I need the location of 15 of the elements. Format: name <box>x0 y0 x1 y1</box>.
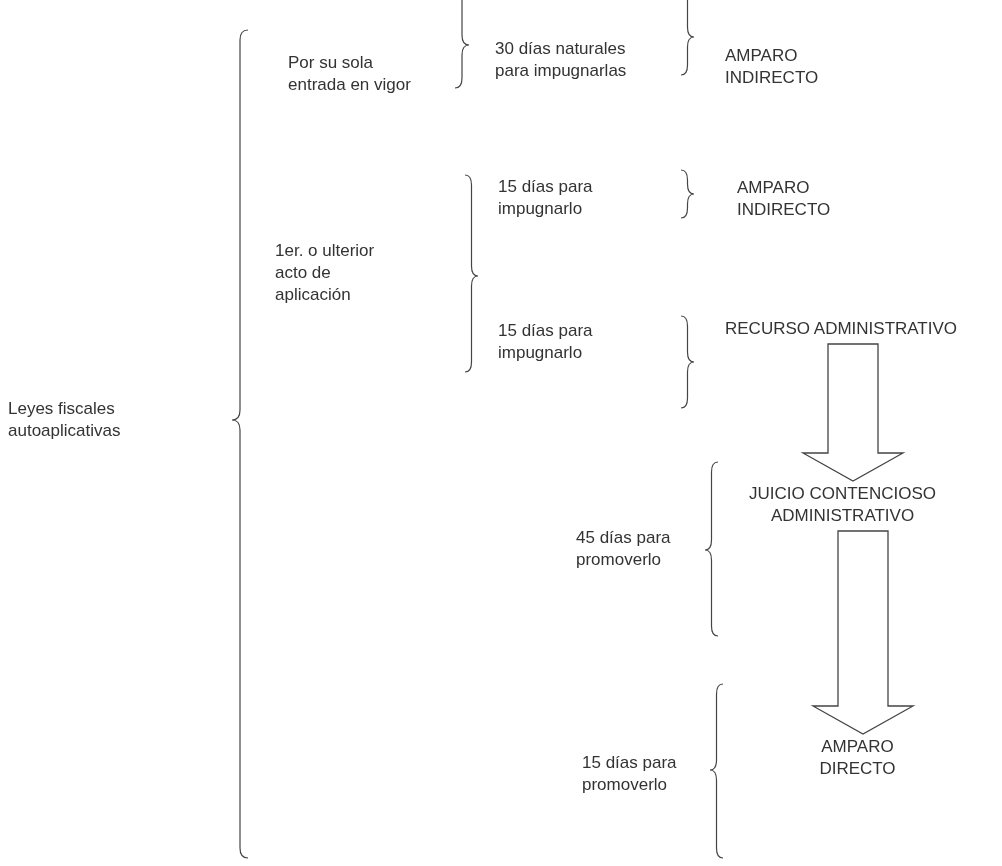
text-label: 15 días para promoverlo <box>582 753 677 794</box>
text-label: 30 días naturales para impugnarlas <box>495 39 627 80</box>
block-arrow <box>810 530 916 735</box>
stage-label: JUICIO CONTENCIOSO ADMINISTRATIVO <box>735 483 950 527</box>
text-label: Leyes fiscales autoaplicativas <box>8 399 121 440</box>
text-label: AMPARO INDIRECTO <box>737 178 831 219</box>
block-arrow <box>800 343 906 482</box>
text-label: 15 días para impugnarlo <box>498 177 593 218</box>
text-label: AMPARO INDIRECTO <box>725 46 819 87</box>
text-label: 45 días para promoverlo <box>576 528 671 569</box>
text-label: 1er. o ulterior acto de aplicación <box>275 241 375 304</box>
stage-label: RECURSO ADMINISTRATIVO <box>725 318 985 340</box>
stage-label: AMPARO DIRECTO <box>785 736 930 780</box>
text-label: Por su sola entrada en vigor <box>288 53 411 94</box>
text-label: 15 días para impugnarlo <box>498 321 593 362</box>
